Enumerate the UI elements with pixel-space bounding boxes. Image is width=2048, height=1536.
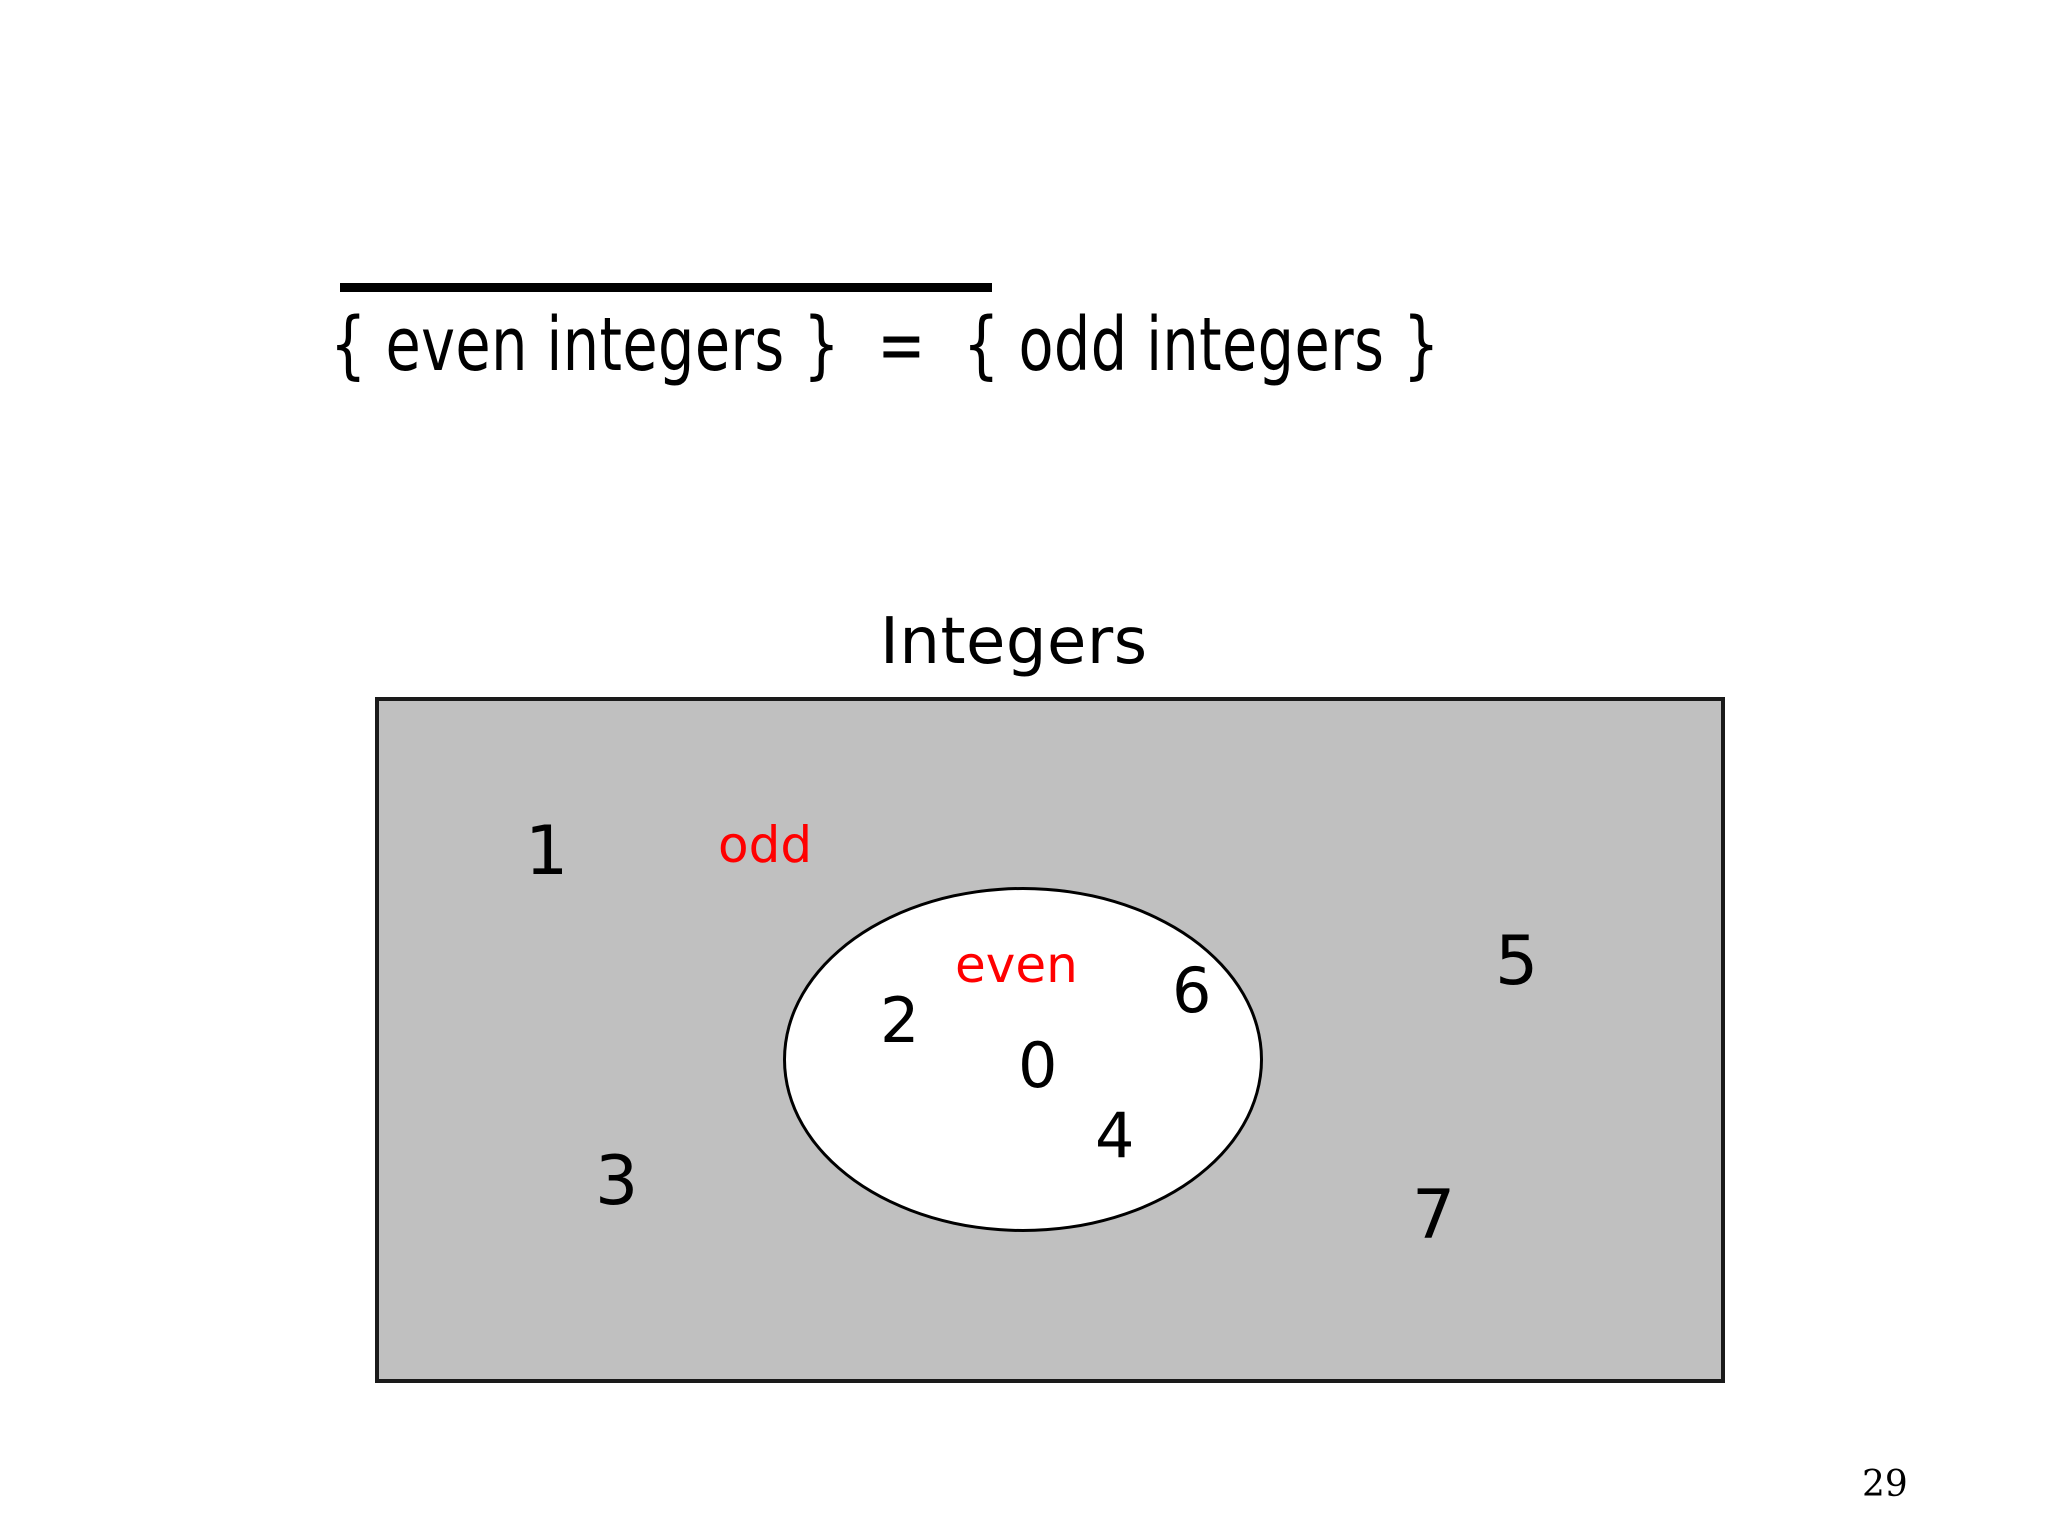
element-5: 5 [1495,922,1539,1001]
title-block: { even integers } = { odd integers } [330,250,1730,388]
element-4: 4 [1095,1099,1135,1172]
overline-bar [340,283,992,292]
page-title: { even integers } = { odd integers } [330,302,1440,388]
odd-set-label: odd [718,816,813,874]
element-3: 3 [595,1142,639,1221]
element-1: 1 [525,812,569,891]
page-number: 29 [1862,1464,1908,1505]
element-7: 7 [1412,1176,1456,1255]
element-0: 0 [1018,1029,1058,1102]
element-6: 6 [1172,954,1212,1027]
even-set-label: even [955,936,1078,994]
element-2: 2 [880,984,920,1057]
even-subset-ellipse [783,887,1263,1232]
universe-rectangle [375,697,1725,1383]
universe-label: Integers [880,605,1148,679]
